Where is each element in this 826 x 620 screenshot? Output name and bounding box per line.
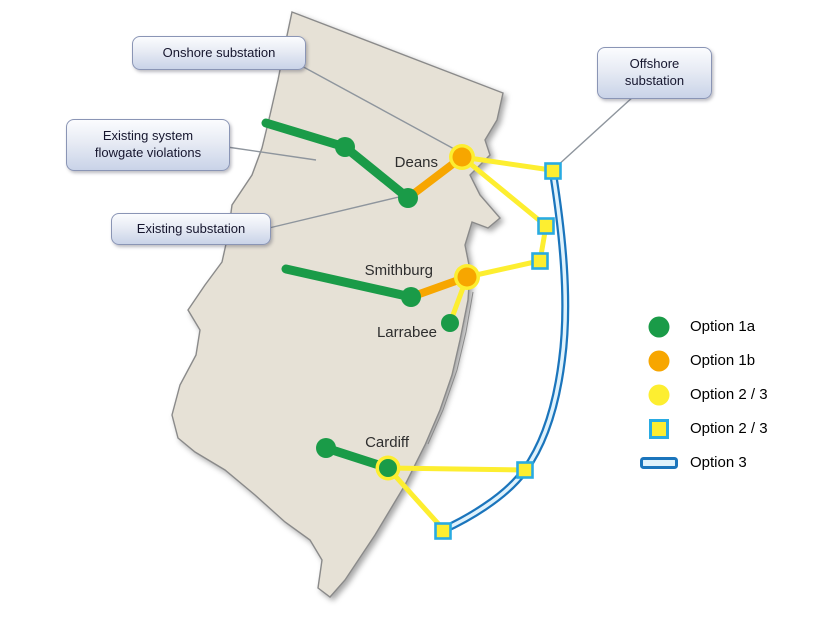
legend-label-option1a: Option 1a [690,318,756,335]
offshore-substation-squares [434,162,562,540]
route-option1a-segments [261,118,416,473]
yellow-seg-deans-offshoreA [459,154,554,173]
offshore-square-E [434,522,452,540]
legend-label-option1b: Option 1b [690,352,756,369]
callout-existing-substation: Existing substation [111,213,271,245]
legend-label-option23-platform: Option 2 / 3 [690,420,768,437]
orange-circle-icon [648,350,670,371]
yellow-circle-icon [648,384,670,405]
orange-node-smithburg [457,267,477,287]
orange-node-deans [452,147,472,167]
green-node-cardiff-east [379,459,397,477]
place-label-smithburg: Smithburg [365,262,433,279]
green-circle-icon [648,316,670,337]
yellow-seg-cardiff-offshoreE [385,465,446,532]
legend-label-option23-cable: Option 2 / 3 [690,386,768,403]
legend-row-option23-cable: Option 2 / 3 [640,382,768,407]
green-seg-smithburg [281,264,416,302]
green-node-smithburg-west [401,287,421,307]
yellow-seg-cardiff-offshoreD [385,465,526,473]
legend-row-option1b: Option 1b [640,348,768,373]
pointer-existing-substation [268,195,404,229]
green-node-deans-west [335,137,355,157]
route-option3-inner [441,171,568,532]
pointer-flowgate [226,146,317,161]
legend-row-option23-platform: Option 2 / 3 [640,416,768,441]
pointer-onshore-substation [297,63,457,151]
new-jersey-outline [171,11,504,598]
place-label-deans: Deans [395,154,438,171]
green-node-existing-substation [398,188,418,208]
substation-nodes [316,137,480,481]
legend-swatch-green-circle-icon [640,315,678,339]
offshore-square-D [516,461,534,479]
green-node-cardiff-west [316,438,336,458]
place-label-larrabee: Larrabee [377,324,437,341]
green-seg-deans-south [340,142,413,203]
offshore-square-A [544,162,562,180]
legend-label-option3: Option 3 [690,454,747,471]
yellow-square-icon [649,418,669,439]
barrier-island-detail [427,291,474,445]
yellow-seg-deans-offshoreB [459,154,548,228]
legend-swatch-blue-line-icon [640,456,678,470]
legend-swatch-orange-circle-icon [640,349,678,373]
callout-onshore-substation: Onshore substation [132,36,306,70]
legend-row-option3: Option 3 [640,450,768,475]
callout-offshore-substation: Offshore substation [597,47,712,99]
legend-swatch-yellow-circle-icon [640,383,678,407]
blue-line-icon [640,456,678,469]
legend-row-option1a: Option 1a [640,314,768,339]
place-label-cardiff: Cardiff [365,434,410,451]
legend-swatch-yellow-square-icon [640,417,678,441]
pointer-offshore-substation [555,95,635,168]
green-node-larrabee [441,314,459,332]
offshore-square-B [537,217,555,235]
legend: Option 1a Option 1b Option 2 / 3 Option … [640,314,768,475]
green-seg-deans-west [261,118,350,152]
callout-flowgate-violations: Existing system flowgate violations [66,119,230,171]
offshore-square-C [531,252,549,270]
